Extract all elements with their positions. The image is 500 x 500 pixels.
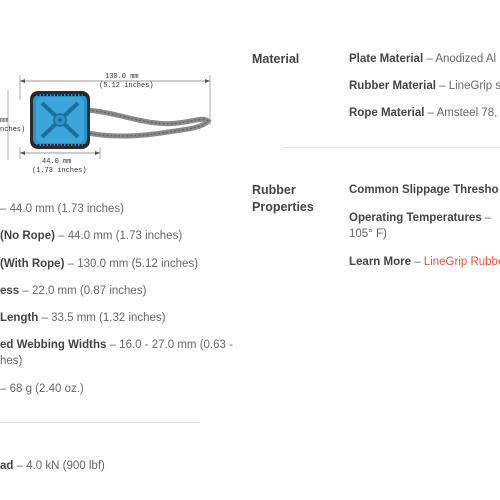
spec-weight: – 68 g (2.40 oz.) bbox=[0, 381, 84, 397]
material-plate: Plate Material – Anodized Al bbox=[349, 53, 497, 65]
spec-label: ess bbox=[0, 285, 20, 297]
spec-length: Length – 33.5 mm (1.32 inches) bbox=[0, 312, 166, 324]
material-rubber: Rubber Material – LineGrip s bbox=[349, 80, 500, 92]
spec-label: ed Webbing Widths bbox=[0, 339, 107, 351]
spec-width-no-rope: (No Rope) – 44.0 mm (1.73 inches) bbox=[0, 230, 183, 242]
spec-value: 4.0 kN (900 lbf) bbox=[26, 460, 105, 472]
spec-webbing-widths-cont: hes) bbox=[0, 355, 23, 367]
spec-value: 44.0 mm (1.73 inches) bbox=[67, 230, 183, 242]
spec-value: 33.5 mm (1.32 inches) bbox=[51, 312, 166, 324]
learn-more-link[interactable]: LineGrip Rubbe bbox=[423, 256, 500, 268]
rubber-heading-line1: Rubber bbox=[252, 183, 296, 197]
rubber-temperatures-cont: 105° F) bbox=[349, 228, 387, 240]
spec-webbing-widths: ed Webbing Widths – 16.0 - 27.0 mm (0.63… bbox=[0, 339, 233, 351]
spec-label: Plate Material bbox=[349, 53, 424, 65]
dim-left-top: mm bbox=[0, 117, 9, 125]
spec-label: ad bbox=[0, 460, 14, 472]
dim-width-in: (1.73 inches) bbox=[32, 167, 87, 175]
spec-label: (No Rope) bbox=[0, 230, 55, 242]
spec-value: – 68 g (2.40 oz.) bbox=[0, 383, 84, 395]
rubber-heading-line2: Properties bbox=[252, 200, 314, 214]
spec-size: – 44.0 mm (1.73 inches) bbox=[0, 201, 124, 217]
spec-value: – 44.0 mm (1.73 inches) bbox=[0, 203, 125, 215]
spec-length-with-rope: (With Rope) – 130.0 mm (5.12 inches) bbox=[0, 258, 199, 270]
material-rope: Rope Material – Amsteel 78, bbox=[349, 107, 498, 119]
spec-label: Operating Temperatures bbox=[349, 212, 482, 224]
spec-value: 22.0 mm (0.87 inches) bbox=[31, 285, 147, 297]
product-diagram bbox=[0, 55, 225, 185]
spec-value: 16.0 - 27.0 mm (0.63 - bbox=[119, 339, 233, 351]
spec-label: Length bbox=[0, 312, 39, 324]
spec-label: Learn More bbox=[349, 256, 411, 268]
spec-label: Common Slippage Thresho bbox=[349, 184, 499, 196]
dim-total-length: 130.0 mm bbox=[105, 73, 139, 81]
spec-value: Amsteel 78, bbox=[436, 107, 498, 119]
spec-label: Rubber Material bbox=[349, 80, 436, 92]
spec-value: 130.0 mm (5.12 inches) bbox=[77, 258, 199, 270]
rubber-temperatures: Operating Temperatures – bbox=[349, 212, 492, 224]
spec-value: LineGrip s bbox=[448, 80, 500, 92]
divider-left bbox=[0, 422, 200, 423]
product-diagram-svg bbox=[7, 75, 212, 160]
spec-load: ad – 4.0 kN (900 lbf) bbox=[0, 460, 105, 472]
spec-label: Rope Material bbox=[349, 107, 425, 119]
dim-width: 44.0 mm bbox=[42, 158, 72, 166]
material-heading: Material bbox=[252, 52, 300, 66]
spec-thickness: ess – 22.0 mm (0.87 inches) bbox=[0, 285, 147, 297]
rubber-slippage: Common Slippage Thresho bbox=[349, 182, 499, 198]
spec-value: Anodized Al bbox=[435, 53, 497, 65]
rubber-learn-more: Learn More – LineGrip Rubbe bbox=[349, 254, 500, 270]
dim-left-bottom: nches) bbox=[0, 126, 26, 134]
spec-label: (With Rope) bbox=[0, 258, 65, 270]
dim-total-length-in: (5.12 inches) bbox=[99, 82, 154, 90]
divider-right bbox=[283, 147, 500, 148]
